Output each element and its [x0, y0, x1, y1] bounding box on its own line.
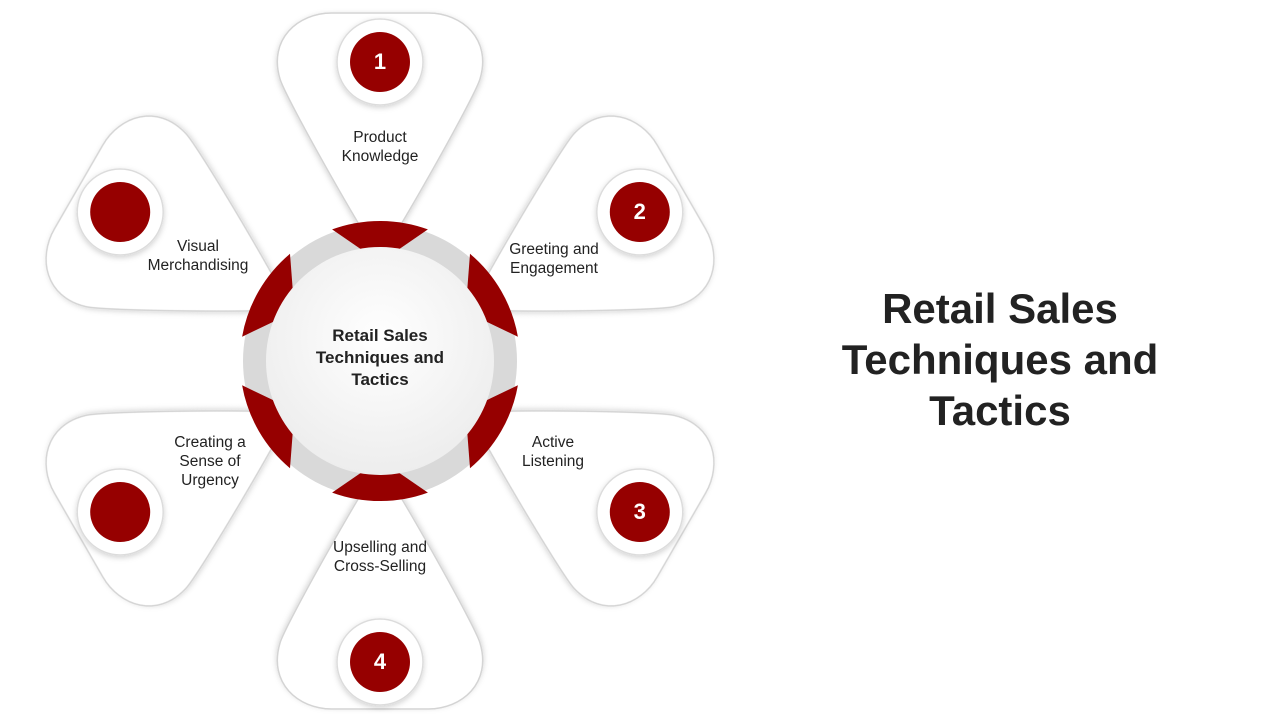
badge-1 — [350, 32, 410, 92]
petal-label-5: Creating a Sense of Urgency — [174, 434, 246, 489]
petal-label-1: Product Knowledge — [341, 129, 419, 165]
badge-number-2: 2 — [633, 199, 646, 224]
ring-wedge-4 — [332, 465, 428, 502]
badge-number-1: 1 — [373, 49, 387, 74]
petal-label-6: Visual Merchandising — [147, 238, 249, 274]
center-disc — [266, 247, 494, 475]
petal-label-2: Greeting and Engagement — [509, 241, 599, 277]
badge-5 — [90, 482, 151, 542]
badge-3 — [609, 482, 670, 542]
badge-6 — [90, 182, 151, 242]
badge-number-4: 4 — [373, 649, 387, 674]
center-title: Retail Sales Techniques and Tactics — [315, 326, 445, 389]
cycle-diagram — [26, 12, 734, 710]
petal-label-4: Upselling and Cross-Selling — [333, 539, 427, 575]
badge-number-5 — [90, 482, 150, 542]
petal-label-3: Active Listening — [521, 434, 585, 470]
ring-wedge-1 — [332, 220, 428, 257]
slide-title: Retail Sales Techniques and Tactics — [841, 285, 1159, 434]
badge-2 — [609, 182, 670, 242]
badge-number-6 — [90, 182, 150, 242]
badge-number-3: 3 — [633, 499, 646, 524]
badge-4 — [350, 632, 410, 692]
